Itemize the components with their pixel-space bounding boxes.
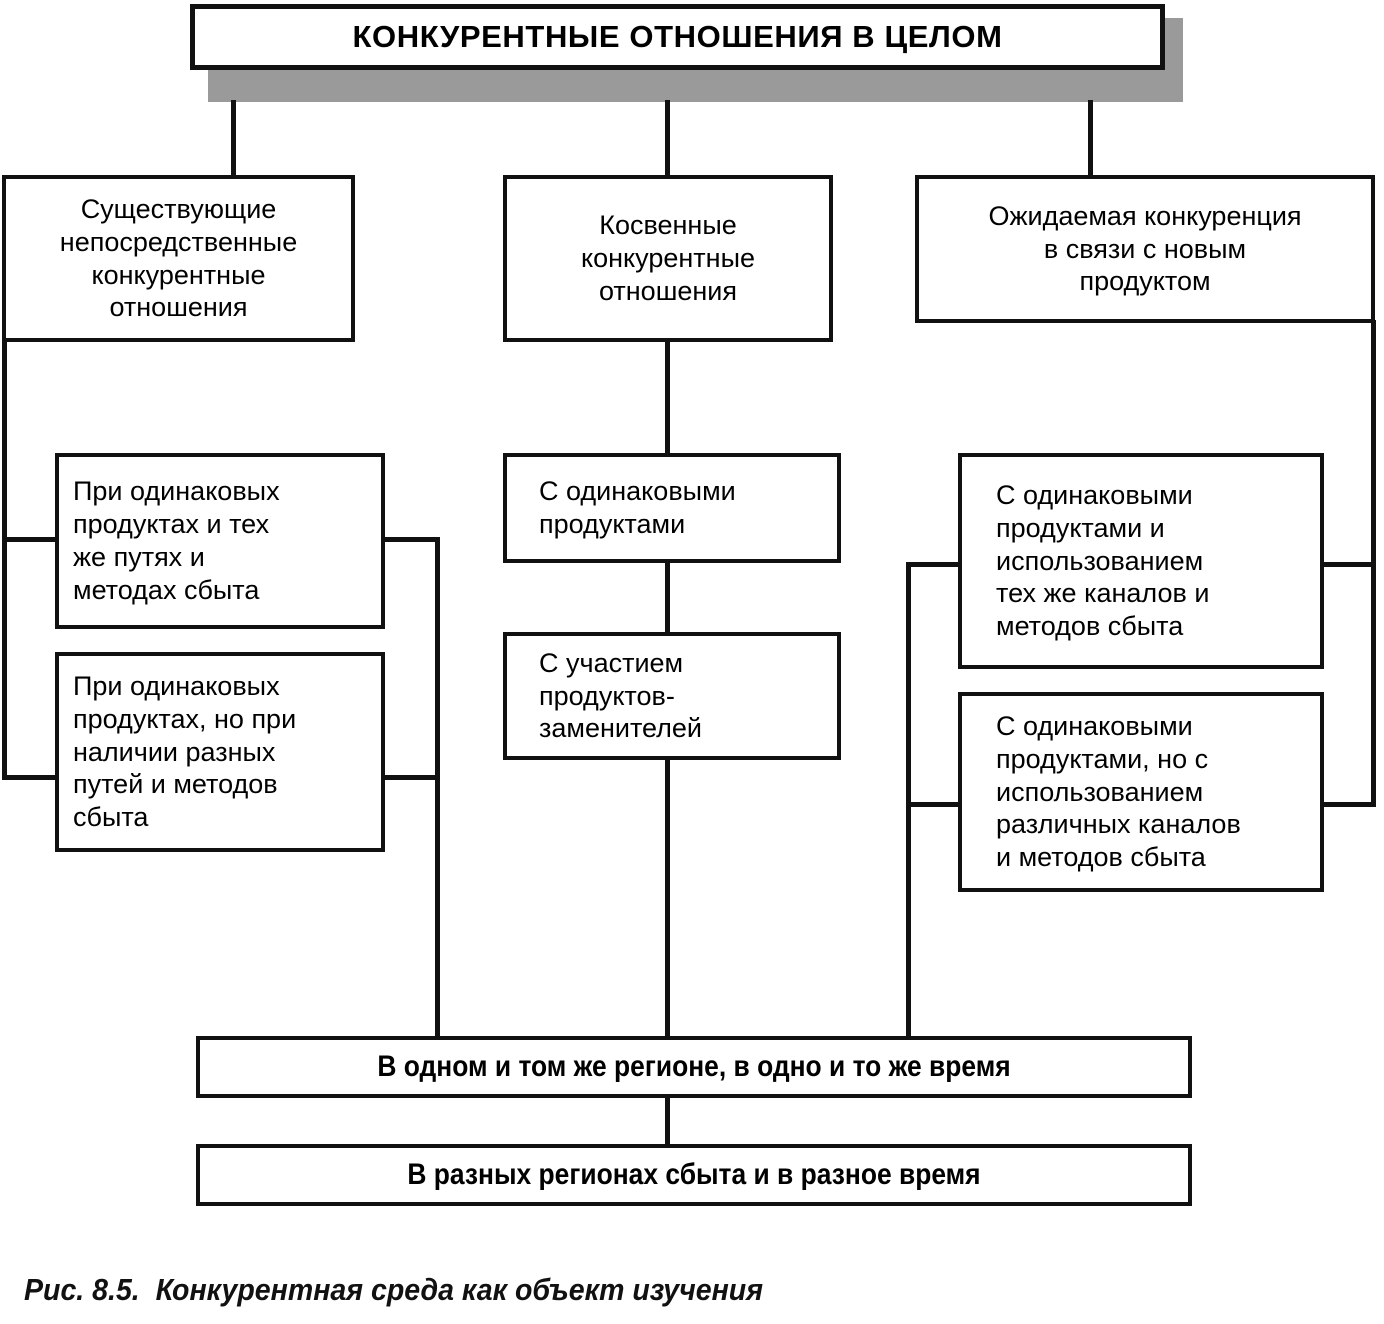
- connector-indirect-to-same-products: [665, 338, 670, 456]
- connector-root-to-middle: [665, 100, 670, 178]
- node-same-products-same-channels[interactable]: При одинаковых продуктах и тех же путях …: [55, 453, 385, 629]
- connector-box-a-to-left-collector: [380, 537, 440, 542]
- node-diff-region-diff-time[interactable]: В разных регионах сбыта и в разное время: [196, 1144, 1192, 1206]
- node-same-products-middle[interactable]: С одинаковыми продуктами: [503, 453, 841, 563]
- connector-left-spine-to-box-a: [2, 537, 62, 542]
- node-same-products-diff-channels-new-label: С одинаковыми продуктами, но с использов…: [996, 710, 1241, 873]
- connector-bottom1-to-bottom2: [665, 1096, 670, 1146]
- connector-same-products-to-substitutes: [665, 560, 670, 636]
- node-same-products-diff-channels-new[interactable]: С одинаковыми продуктами, но с использов…: [958, 692, 1324, 892]
- node-indirect[interactable]: Косвенные конкурентные отношения: [503, 175, 833, 342]
- root-node-label: КОНКУРЕНТНЫЕ ОТНОШЕНИЯ В ЦЕЛОМ: [352, 19, 1003, 55]
- node-expected-new-product-label: Ожидаемая конкуренция в связи с новым пр…: [988, 200, 1302, 297]
- root-node-competitive-relations-overall[interactable]: КОНКУРЕНТНЫЕ ОТНОШЕНИЯ В ЦЕЛОМ: [190, 4, 1165, 70]
- node-same-region-same-time[interactable]: В одном и том же регионе, в одно и то же…: [196, 1036, 1192, 1098]
- node-same-region-same-time-label: В одном и том же регионе, в одно и то же…: [377, 1049, 1011, 1083]
- connector-right-outer-to-box-e: [1319, 562, 1376, 567]
- connector-right-outer-to-box-f: [1319, 802, 1376, 807]
- node-existing-direct-label: Существующие непосредственные конкурентн…: [59, 193, 298, 323]
- connector-substitutes-to-bottom: [665, 757, 670, 1039]
- node-same-products-same-channels-label: При одинаковых продуктах и тех же путях …: [73, 476, 280, 605]
- node-same-products-middle-label: С одинаковыми продуктами: [539, 476, 736, 539]
- node-same-products-diff-channels-label: При одинаковых продуктах, но при наличии…: [73, 670, 297, 833]
- connector-right-collector-down: [906, 562, 911, 1039]
- node-expected-new-product[interactable]: Ожидаемая конкуренция в связи с новым пр…: [915, 175, 1375, 323]
- node-diff-region-diff-time-label: В разных регионах сбыта и в разное время: [407, 1157, 981, 1191]
- connector-box-f-to-right-collector: [906, 802, 963, 807]
- connector-left-spine-to-box-b: [2, 775, 62, 780]
- node-indirect-label: Косвенные конкурентные отношения: [581, 210, 755, 306]
- connector-left-collector-down: [435, 537, 440, 1039]
- connector-box-b-to-left-collector: [380, 775, 440, 780]
- node-same-products-same-channels-new-label: С одинаковыми продуктами и использование…: [996, 479, 1210, 642]
- connector-box-e-to-right-collector: [906, 562, 963, 567]
- connector-root-to-right: [1088, 100, 1093, 178]
- connector-left-spine: [2, 338, 7, 780]
- node-substitute-products-label: С участием продуктов- заменителей: [539, 647, 703, 744]
- node-substitute-products[interactable]: С участием продуктов- заменителей: [503, 632, 841, 760]
- figure-caption: Рис. 8.5. Конкурентная среда как объект …: [24, 1272, 764, 1307]
- connector-root-to-left: [231, 100, 236, 178]
- node-existing-direct[interactable]: Существующие непосредственные конкурентн…: [2, 175, 355, 342]
- node-same-products-diff-channels[interactable]: При одинаковых продуктах, но при наличии…: [55, 652, 385, 852]
- node-same-products-same-channels-new[interactable]: С одинаковыми продуктами и использование…: [958, 453, 1324, 669]
